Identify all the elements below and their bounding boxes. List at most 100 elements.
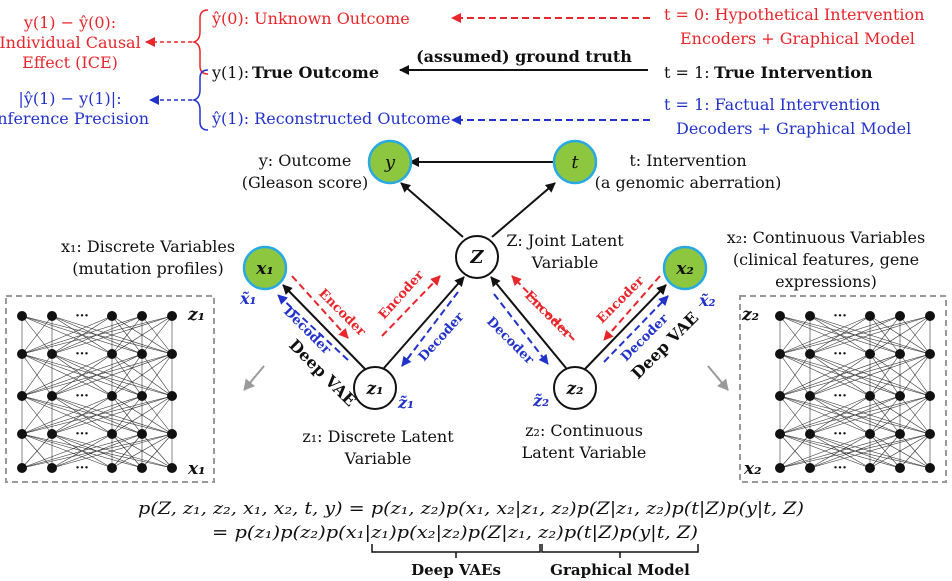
left-network-neuron [137,311,147,321]
left-network-neuron [107,349,117,359]
node-t-label: t [571,152,579,173]
right-network-ellipsis: ··· [833,309,847,324]
node-x2 [662,245,708,291]
edge-z1-to-Z [383,276,465,369]
right-network-neuron [775,463,785,473]
factual-intervention: t = 1: Factual Intervention [664,95,880,114]
right-network-edge [779,353,931,397]
left-network-neuron [107,311,117,321]
right-network-ellipsis: ··· [833,389,847,404]
right-network-edge [809,433,931,469]
node-descriptions: y: Outcome (Gleason score) t: Interventi… [61,151,925,468]
left-network-edge [51,315,173,355]
right-network-neuron [775,391,785,401]
right-network-edge [869,433,901,469]
right-network-edge [779,433,931,469]
left-network-edge [21,395,143,435]
left-network-neuron [167,311,177,321]
right-network-neuron [925,349,935,359]
left-network-neuron [137,429,147,439]
t-desc-line1: t: Intervention [629,151,746,170]
node-y [367,139,413,185]
left-network-neuron [47,463,57,473]
right-network-neuron [865,463,875,473]
network-left-bottom-label: x₁ [187,459,206,479]
z1-tilde-label: z̃₁ [397,393,414,412]
left-network-neuron [17,311,27,321]
right-network-edge [869,353,931,397]
left-network-edge [21,433,173,469]
left-network-edge [21,395,53,435]
left-network-edge [21,315,113,355]
right-network-neuron [775,349,785,359]
left-network-edge [21,433,143,469]
right-network-neuron [925,429,935,439]
left-network-edge [51,395,173,435]
decoder-arrow-z2-x2 [603,295,669,363]
z2-desc-line1: z₂: Continuous [525,421,643,440]
left-network-edge [21,395,113,435]
true-outcome-label: True Outcome [252,63,379,82]
edge-z2-to-x2 [583,284,667,371]
node-z1-label: z₁ [365,379,383,399]
left-network-neuron [17,429,27,439]
node-z1 [353,366,397,410]
right-network-edge [869,395,901,435]
right-network-ellipsis: ··· [833,347,847,362]
right-network-edge [779,353,901,397]
z1-desc-line1: z₁: Discrete Latent [302,427,454,446]
hypothetical-intervention: t = 0: Hypothetical Intervention [664,5,924,24]
right-network-neuron [925,463,935,473]
formula-line1-text: p(Z, z₁, z₂, x₁, x₂, t, y) = p(z₁, z₂)p(… [138,499,804,519]
left-network-edge [111,395,143,435]
left-network-neuron [137,391,147,401]
right-network-edge [779,395,901,435]
ground-truth-label: (assumed) ground truth [416,47,632,66]
right-network-neuron [895,463,905,473]
encoder-label-1: Encoder [315,286,368,339]
decoder-arrow-z1-x1 [277,294,349,361]
right-network-edge [899,395,931,435]
decoder-arrow-Z-z2 [493,293,549,365]
top-section: y(1) − ŷ(0): Individual Causal Effect (I… [0,5,924,138]
node-y-label: y [384,152,396,173]
left-network-edge [51,433,173,469]
left-network-edge [21,353,173,397]
right-network-neuron [805,463,815,473]
right-network-edge [809,395,931,435]
precision-formula: |ŷ(1) − y(1)|: [18,89,121,108]
gray-arrow-left [243,365,265,391]
encoder-arrow-z2-Z [511,275,575,341]
network-left-frame [5,295,215,483]
left-network-neuron [167,349,177,359]
network-left-top-label: z₁ [187,305,205,325]
right-network-edge [779,395,871,435]
deep-vaes-label: Deep VAEs [411,561,501,579]
node-x1 [242,245,288,291]
left-network-neuron [47,311,57,321]
left-network-neuron [167,429,177,439]
z2-tilde-label: z̃₂ [532,391,549,410]
network-right: ··············· z₂ x₂ [739,295,947,483]
y-desc-line2: (Gleason score) [242,173,369,192]
deep-vaes-underbrace [371,544,541,558]
left-network-edge [21,315,53,355]
left-network-edge [111,315,143,355]
unknown-outcome: ŷ(0): Unknown Outcome [211,9,410,28]
right-network-edge [779,433,901,469]
factual-methods: Decoders + Graphical Model [676,119,911,138]
right-network-edge [779,433,811,469]
right-network-ellipsis: ··· [833,427,847,442]
z1-desc-line2: Variable [344,449,412,468]
left-network-edge [21,433,113,469]
right-network-edge [779,353,871,397]
right-network-edge [899,315,931,355]
right-network-neuron [895,429,905,439]
blue-brace [191,69,209,131]
encoder-label-3: Encoder [521,288,574,341]
graph-edges [282,157,667,371]
left-network-edge [111,395,173,435]
right-network-edge [809,315,931,355]
left-network-neuron [17,391,27,401]
right-network-edge [869,315,931,355]
